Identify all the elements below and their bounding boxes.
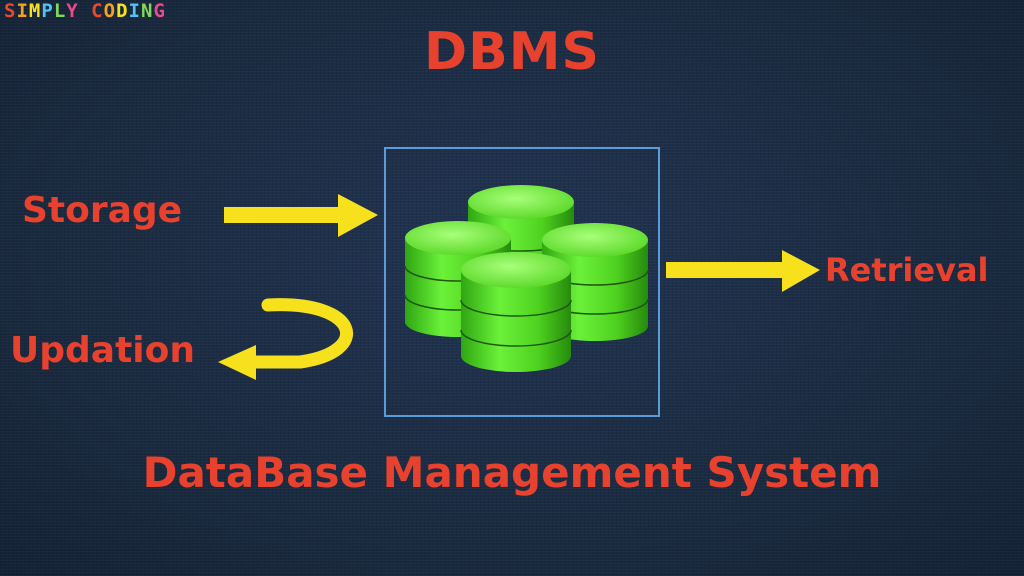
dbms-frame [384,147,660,417]
subtitle: DataBase Management System [142,448,882,497]
storage-arrow-icon [224,194,378,237]
database-cylinders-icon [404,185,649,372]
storage-label: Storage [22,190,183,231]
simply-coding-logo: SIMPLY CODING [4,0,166,22]
retrieval-arrow-icon [666,250,820,292]
database-cylinder-front [460,252,572,372]
retrieval-label: Retrieval [825,251,989,289]
updation-curved-arrow-icon [218,298,353,380]
updation-label: Updation [10,330,195,371]
diagram-title: DBMS [424,22,600,82]
